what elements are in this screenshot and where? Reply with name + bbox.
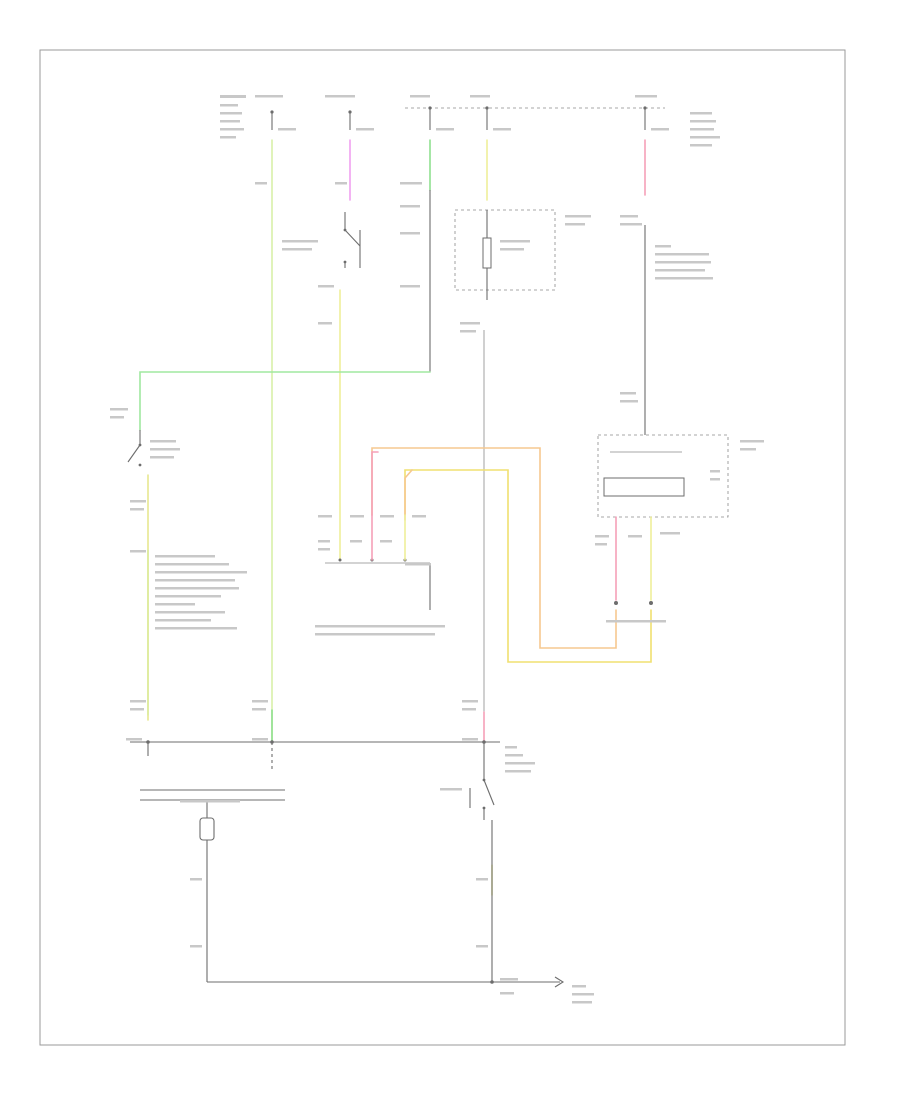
bulb-icon [199, 800, 215, 982]
control-module-inner [603, 477, 685, 497]
wire-yellow-loop [404, 469, 652, 663]
relay-box [454, 209, 556, 291]
switch-icon [343, 212, 361, 268]
control-module-box [597, 434, 729, 518]
diagram-frame [39, 49, 846, 1046]
door-switch-icon [469, 742, 495, 820]
fuse-feed-group [270, 106, 647, 130]
left-switch-icon [127, 430, 142, 467]
ground-bus-taps [146, 740, 486, 770]
resistor-icon [482, 210, 492, 300]
wire-green-horizontal [139, 371, 431, 431]
wire-orange-loop-inner [404, 469, 413, 521]
connector-icon [614, 601, 653, 605]
label-blobs [110, 95, 764, 1004]
wire-pink-loop-part [371, 451, 379, 516]
ground-arrow-icon [554, 976, 565, 988]
wire-orange-loop [371, 447, 617, 649]
